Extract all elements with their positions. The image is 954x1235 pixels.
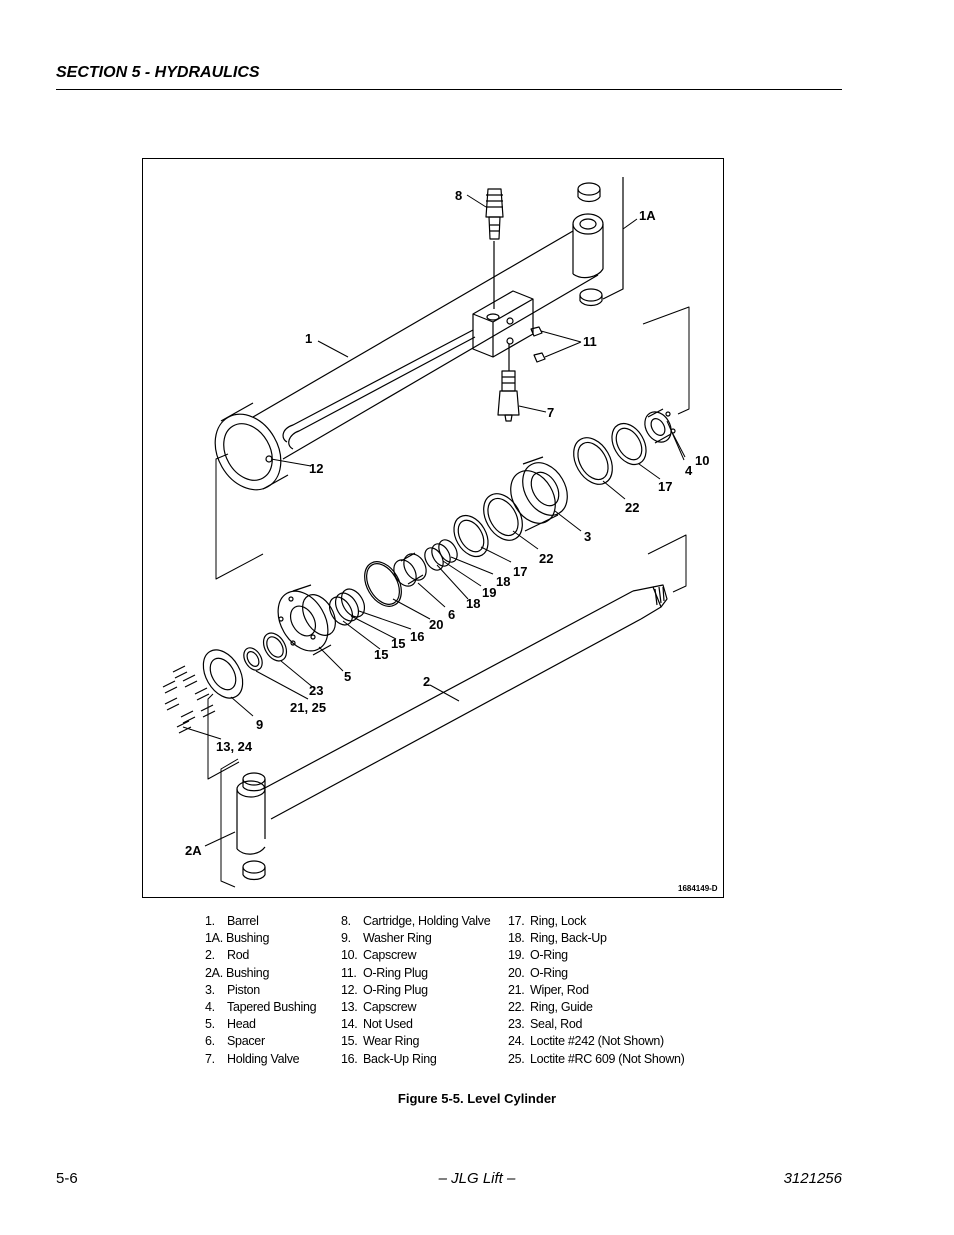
legend-item: 11.O-Ring Plug — [341, 965, 428, 980]
legend-item: 22.Ring, Guide — [508, 1000, 593, 1015]
page-number: 5-6 — [56, 1170, 78, 1187]
legend-item: 14.Not Used — [341, 1017, 413, 1032]
callout-16: 16 — [410, 629, 424, 644]
callout-9: 9 — [256, 717, 263, 732]
callout-5: 5 — [344, 669, 351, 684]
callout-15-lower: 15 — [374, 647, 388, 662]
parts-legend-col-3: 17.Ring, Lock 18.Ring, Back-Up 19.O-Ring… — [508, 913, 685, 1068]
legend-item: 23.Seal, Rod — [508, 1017, 583, 1032]
header-divider — [56, 89, 842, 90]
callout-4: 4 — [685, 463, 693, 478]
legend-item: 1A. Bushing — [205, 931, 270, 946]
callout-1a: 1A — [639, 208, 656, 223]
legend-item: 6.Spacer — [205, 1034, 265, 1049]
callout-22-upper: 22 — [625, 500, 639, 515]
callout-15-upper: 15 — [391, 636, 405, 651]
capscrews — [162, 665, 216, 734]
legend-item: 1.Barrel — [205, 914, 259, 928]
legend-item: 2.Rod — [205, 948, 250, 963]
callout-21-25: 21, 25 — [290, 700, 326, 715]
callout-18-upper: 18 — [496, 574, 510, 589]
callout-6: 6 — [448, 607, 455, 622]
legend-item: 21.Wiper, Rod — [508, 982, 589, 997]
section-header: SECTION 5 - HYDRAULICS — [56, 64, 260, 81]
legend-item: 3.Piston — [205, 982, 260, 997]
callout-11: 11 — [583, 334, 597, 349]
legend-item: 7.Holding Valve — [205, 1051, 300, 1066]
legend-item: 25.Loctite #RC 609 (Not Shown) — [508, 1051, 685, 1066]
callout-17-lower: 17 — [513, 564, 527, 579]
exploded-view-figure: 8 1A 1 11 7 12 10 4 17 22 3 22 17 18 19 … — [142, 158, 724, 898]
holding-valve-part — [497, 344, 520, 422]
legend-item: 16.Back-Up Ring — [341, 1051, 437, 1066]
legend-item: 17.Ring, Lock — [508, 914, 587, 928]
cartridge-part — [485, 188, 504, 309]
callout-7: 7 — [547, 405, 554, 420]
legend-item: 9.Washer Ring — [341, 931, 432, 946]
legend-item: 13.Capscrew — [341, 1000, 417, 1015]
legend-item: 5.Head — [205, 1017, 256, 1032]
callout-18-lower: 18 — [466, 596, 480, 611]
legend-item: 12.O-Ring Plug — [341, 982, 428, 997]
barrel-part — [214, 177, 624, 491]
o-ring-plugs — [530, 326, 546, 363]
callout-13-24: 13, 24 — [216, 739, 253, 754]
leader-lines — [182, 194, 690, 888]
legend-item: 2A. Bushing — [205, 965, 270, 980]
document-number: 3121256 — [783, 1170, 842, 1187]
legend-item: 15.Wear Ring — [341, 1034, 420, 1049]
legend-item: 4.Tapered Bushing — [205, 1000, 317, 1015]
legend-item: 20.O-Ring — [508, 965, 568, 980]
callout-19: 19 — [482, 585, 496, 600]
rod-part — [236, 584, 668, 881]
callout-2a: 2A — [185, 843, 202, 858]
piston-stack — [202, 422, 647, 699]
drawing-id: 1684149-D — [678, 884, 718, 893]
legend-item: 18.Ring, Back-Up — [508, 931, 607, 946]
callout-20: 20 — [429, 617, 443, 632]
callout-2: 2 — [423, 674, 430, 689]
figure-caption: Figure 5-5. Level Cylinder — [397, 1091, 557, 1106]
level-cylinder-drawing: 8 1A 1 11 7 12 10 4 17 22 3 22 17 18 19 … — [162, 177, 718, 893]
callout-22-lower: 22 — [539, 551, 553, 566]
callout-1: 1 — [305, 331, 312, 346]
parts-legend-col-2: 8.Cartridge, Holding Valve 9.Washer Ring… — [341, 913, 491, 1068]
callout-12: 12 — [309, 461, 323, 476]
callout-17-upper: 17 — [658, 479, 672, 494]
footer-brand: – JLG Lift – — [438, 1170, 516, 1187]
callout-23: 23 — [309, 683, 323, 698]
legend-item: 24.Loctite #242 (Not Shown) — [508, 1034, 664, 1049]
tapered-bushing-part — [644, 408, 676, 444]
legend-item: 10.Capscrew — [341, 948, 417, 963]
callout-8: 8 — [455, 188, 462, 203]
callout-10: 10 — [695, 453, 709, 468]
legend-item: 8.Cartridge, Holding Valve — [341, 914, 491, 928]
callout-3: 3 — [584, 529, 591, 544]
parts-legend-col-1: 1.Barrel 1A. Bushing 2.Rod 2A. Bushing 3… — [205, 913, 317, 1068]
legend-item: 19.O-Ring — [508, 948, 568, 963]
